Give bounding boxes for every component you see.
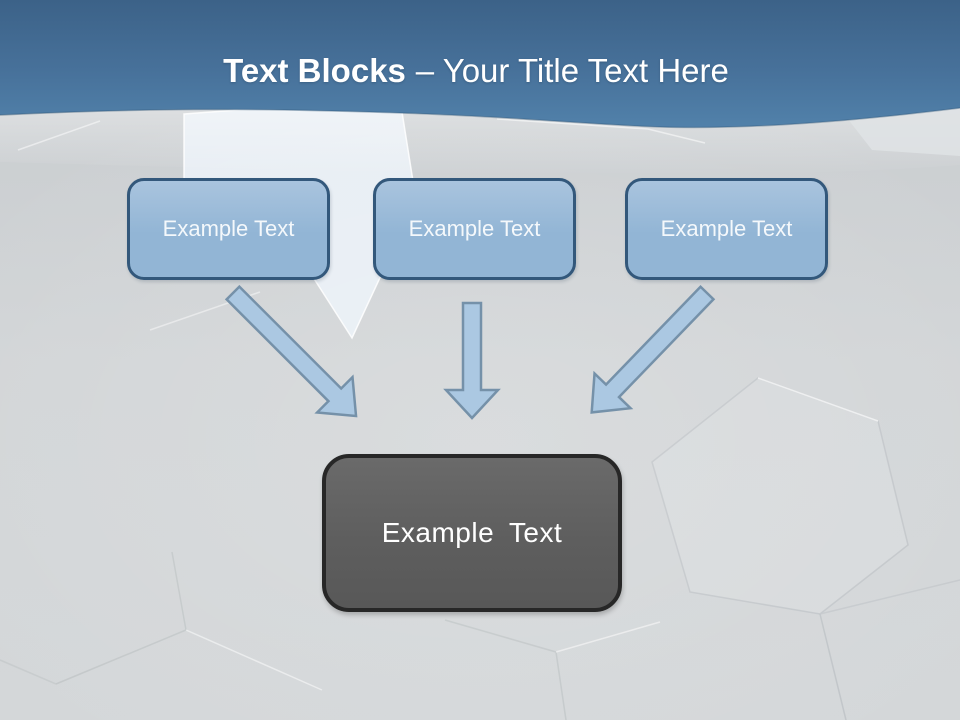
text-block-3-label: Example Text — [660, 216, 793, 241]
header-edge-shadow — [0, 107, 960, 129]
text-block-2: Example Text — [373, 178, 576, 280]
slide-title: Text Blocks– Your Title Text Here — [0, 51, 952, 91]
text-block-3: Example Text — [625, 178, 828, 280]
arrow-down-icon — [443, 301, 501, 420]
result-block: Example Text — [322, 454, 622, 612]
arrow-down-left-icon — [590, 284, 716, 414]
title-subtitle: – Your Title Text Here — [415, 52, 729, 89]
text-block-2-label: Example Text — [408, 216, 541, 241]
arrow-down-right-icon — [224, 284, 358, 418]
text-block-1-label: Example Text — [162, 216, 295, 241]
result-block-label: Example Text — [381, 517, 563, 548]
text-block-1: Example Text — [127, 178, 330, 280]
header-band — [0, 0, 960, 128]
title-emphasis: Text Blocks — [223, 52, 406, 89]
